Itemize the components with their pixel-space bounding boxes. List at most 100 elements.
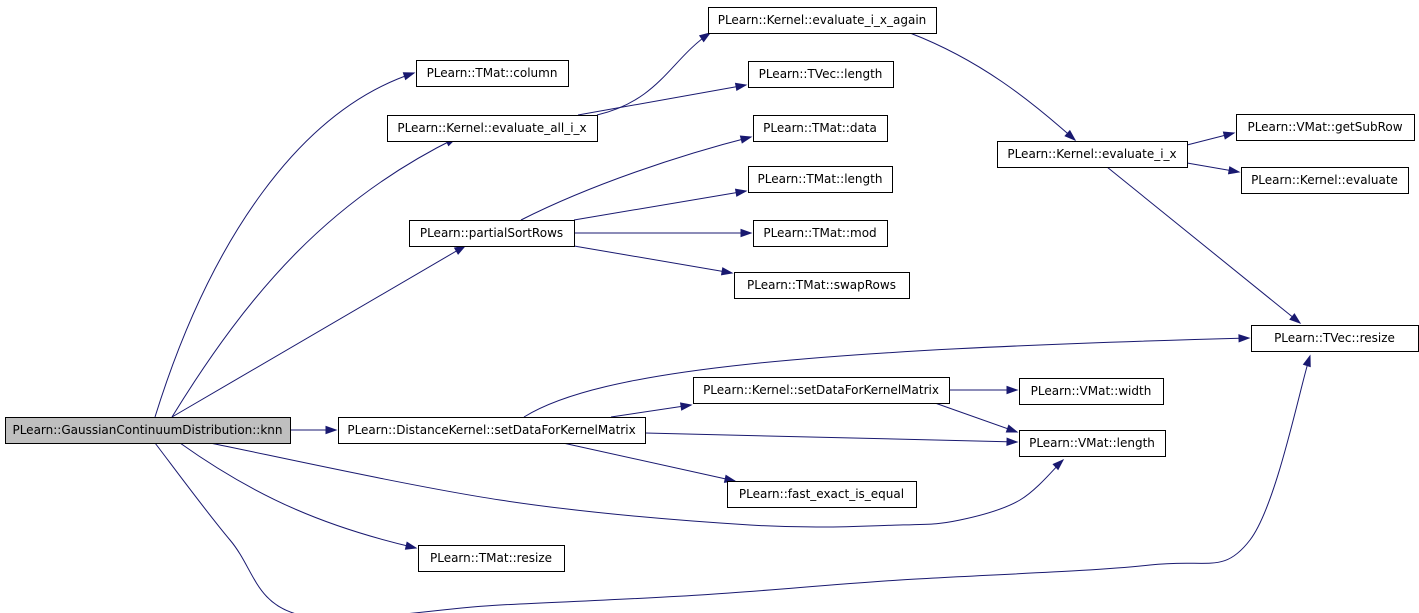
edge-line [154, 355, 1311, 613]
node-tmat-length[interactable]: PLearn::TMat::length [748, 166, 893, 193]
edge-arrowhead [720, 267, 734, 276]
edge-line [179, 442, 417, 549]
edge-root-to-tmat_resize [179, 442, 418, 550]
edge-arrowhead [402, 72, 416, 81]
node-label: PLearn::TMat::resize [430, 551, 552, 565]
node-label: PLearn::Kernel::evaluate_all_i_x [397, 121, 586, 135]
node-label: PLearn::TVec::length [759, 67, 883, 81]
edge-arrowhead [1238, 334, 1251, 343]
node-kernel-eval-again[interactable]: PLearn::Kernel::evaluate_i_x_again [708, 7, 937, 34]
edge-line [909, 32, 1076, 141]
edge-line [610, 404, 692, 418]
node-box [418, 545, 565, 572]
node-box [997, 141, 1188, 168]
edge-kernel_eval_i_x-to-tvec_resize [1106, 166, 1302, 324]
edge-kernel_eval_again-to-kernel_eval_i_x [909, 32, 1077, 142]
node-label: PLearn::TMat::swapRows [747, 278, 896, 292]
edge-root-to-partial_sort [171, 245, 467, 418]
edge-root-to-kernel_eval_all [171, 137, 458, 418]
node-tmat-swaprows[interactable]: PLearn::TMat::swapRows [734, 272, 910, 299]
edge-arrowhead [1222, 131, 1236, 140]
node-distkernel-setdata[interactable]: PLearn::DistanceKernel::setDataForKernel… [338, 417, 646, 444]
node-label: PLearn::Kernel::evaluate_i_x [1007, 147, 1176, 161]
node-label: PLearn::VMat::length [1029, 436, 1155, 450]
node-box [1236, 114, 1415, 141]
node-fast-exact[interactable]: PLearn::fast_exact_is_equal [727, 481, 917, 508]
node-box [1019, 430, 1166, 457]
node-vmat-length[interactable]: PLearn::VMat::length [1019, 430, 1166, 457]
node-box [1241, 167, 1409, 194]
edge-distkernel_setdata-to-kernel_setdata [610, 402, 693, 418]
edge-line [573, 190, 747, 221]
node-kernel-evaluate[interactable]: PLearn::Kernel::evaluate [1241, 167, 1409, 194]
node-tmat-mod[interactable]: PLearn::TMat::mod [753, 220, 888, 247]
node-kernel-eval-all[interactable]: PLearn::Kernel::evaluate_all_i_x [387, 115, 598, 142]
edge-arrowhead [1052, 458, 1065, 471]
edge-root-to-vmat_length [209, 442, 1065, 528]
node-label: PLearn::TMat::mod [763, 226, 876, 240]
edge-line [934, 402, 1018, 433]
node-label: PLearn::Kernel::setDataForKernelMatrix [703, 383, 939, 397]
edge-kernel_setdata-to-vmat_length [934, 402, 1019, 433]
edge-kernel_eval_i_x-to-vmat_getsubrow [1186, 131, 1236, 146]
edges-layer [154, 32, 1311, 613]
node-box [748, 166, 893, 193]
edge-arrowhead [739, 135, 753, 144]
node-label: PLearn::VMat::getSubRow [1247, 120, 1402, 134]
edge-arrowhead [1005, 424, 1019, 433]
edge-arrowhead [1302, 354, 1311, 368]
edge-root-to-tvec_resize [154, 354, 1311, 613]
edge-arrowhead [1006, 385, 1019, 395]
node-tvec-resize[interactable]: PLearn::TVec::resize [1251, 325, 1419, 352]
edge-line [596, 32, 711, 116]
node-partial-sort[interactable]: PLearn::partialSortRows [409, 220, 575, 247]
node-label: PLearn::GaussianContinuumDistribution::k… [12, 423, 282, 437]
node-label: PLearn::Kernel::evaluate [1251, 173, 1398, 187]
node-kernel-setdata[interactable]: PLearn::Kernel::setDataForKernelMatrix [693, 377, 950, 404]
edge-arrowhead [698, 32, 712, 43]
node-vmat-width[interactable]: PLearn::VMat::width [1019, 378, 1164, 405]
edge-root-to-distkernel_setdata [290, 425, 338, 435]
edge-kernel_setdata-to-vmat_width [949, 385, 1019, 395]
edge-line [209, 442, 1064, 528]
node-root[interactable]: PLearn::GaussianContinuumDistribution::k… [5, 417, 291, 444]
edge-partial_sort-to-tmat_swaprows [573, 245, 734, 276]
edge-distkernel_setdata-to-vmat_length [644, 432, 1019, 446]
edge-root-to-tmat_column [154, 72, 416, 418]
edge-kernel_eval_i_x-to-kernel_evaluate [1186, 162, 1241, 175]
nodes-layer: PLearn::GaussianContinuumDistribution::k… [5, 7, 1419, 572]
edge-line [171, 137, 457, 418]
node-box [708, 7, 937, 34]
node-box [1251, 325, 1419, 352]
node-box [734, 272, 910, 299]
edge-arrowhead [740, 228, 753, 238]
edge-distkernel_setdata-to-tvec_resize [523, 334, 1251, 418]
node-label: PLearn::TMat::data [763, 121, 877, 135]
node-tvec-length[interactable]: PLearn::TVec::length [748, 61, 894, 88]
node-kernel-eval-i-x[interactable]: PLearn::Kernel::evaluate_i_x [997, 141, 1188, 168]
node-box [753, 220, 888, 247]
edge-arrowhead [1006, 437, 1019, 446]
node-label: PLearn::TMat::length [758, 172, 883, 186]
node-vmat-getsubrow[interactable]: PLearn::VMat::getSubRow [1236, 114, 1415, 141]
node-box [1019, 378, 1164, 405]
edge-arrowhead [734, 82, 748, 91]
node-label: PLearn::Kernel::evaluate_i_x_again [718, 13, 927, 27]
node-box [753, 115, 888, 142]
node-label: PLearn::fast_exact_is_equal [739, 487, 904, 501]
node-tmat-data[interactable]: PLearn::TMat::data [753, 115, 888, 142]
node-tmat-resize[interactable]: PLearn::TMat::resize [418, 545, 565, 572]
node-label: PLearn::DistanceKernel::setDataForKernel… [347, 423, 635, 437]
edge-line [562, 442, 736, 482]
edge-distkernel_setdata-to-fast_exact [562, 442, 737, 483]
node-box [409, 220, 575, 247]
node-box [338, 417, 646, 444]
edge-kernel_eval_all-to-tvec_length [577, 82, 748, 116]
node-tmat-column[interactable]: PLearn::TMat::column [416, 60, 569, 87]
edge-arrowhead [1064, 129, 1077, 142]
edge-line [573, 245, 733, 274]
edge-line [644, 432, 1018, 443]
edge-line [577, 84, 747, 116]
edge-partial_sort-to-tmat_mod [574, 228, 753, 238]
edge-line [520, 136, 752, 221]
